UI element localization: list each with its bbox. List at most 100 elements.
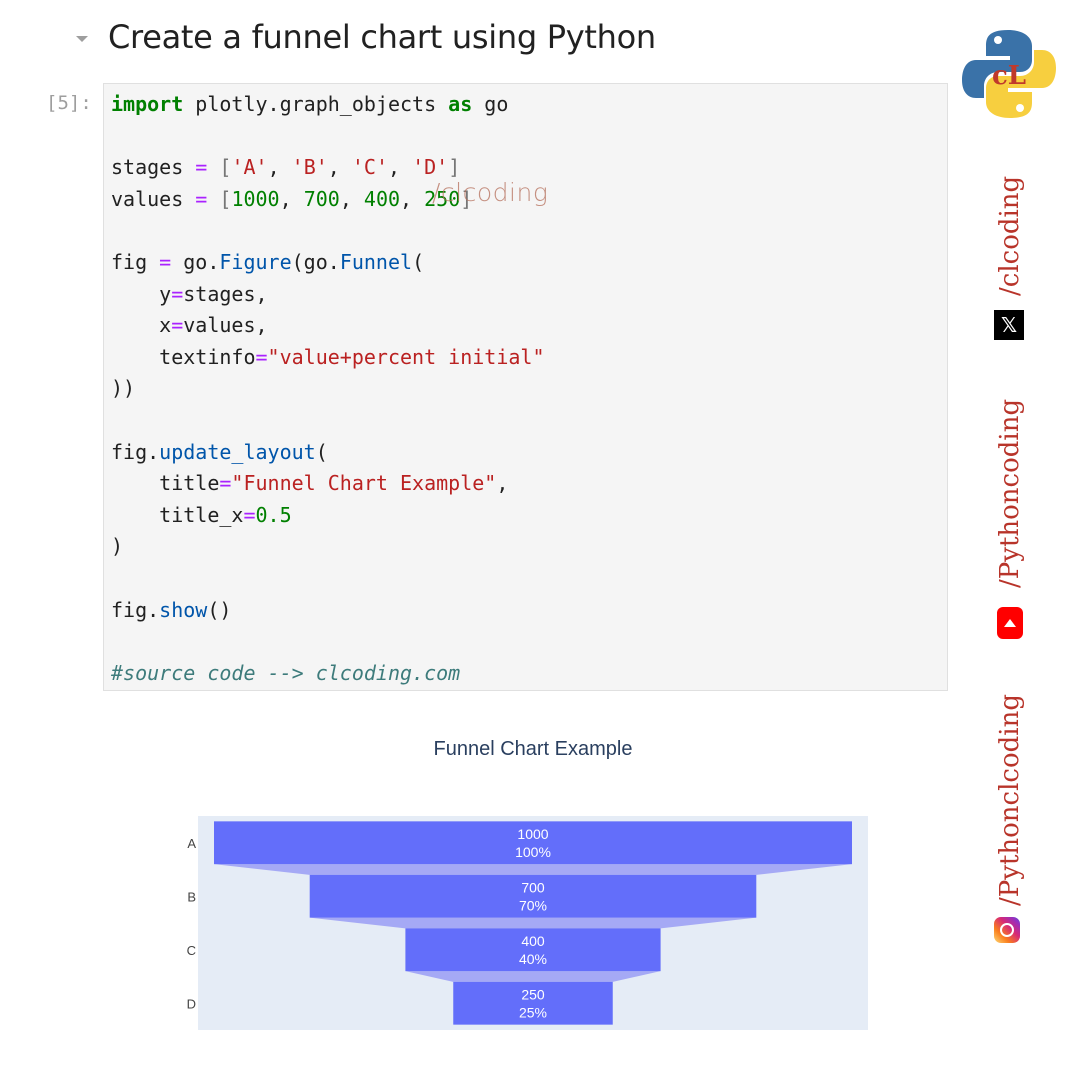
instagram-handle[interactable]: /Pythonclcoding [995, 694, 1025, 906]
y-tick-label: C [187, 943, 196, 958]
code-token: , [267, 155, 292, 180]
code-token: 'A' [231, 155, 268, 180]
code-token: fig. [111, 439, 160, 464]
code-token: = [171, 281, 184, 306]
funnel-value-label: 250 [521, 986, 545, 1002]
code-token: 'D' [412, 155, 449, 180]
funnel-connector [309, 917, 757, 929]
code-token: 400 [363, 186, 401, 211]
youtube-icon[interactable] [997, 607, 1023, 639]
y-tick-label: B [187, 889, 196, 904]
funnel-value-label: 700 [521, 879, 545, 895]
code-line [111, 563, 545, 595]
code-token: textinfo [111, 344, 256, 369]
code-token: = [159, 249, 172, 274]
markdown-heading: Create a funnel chart using Python [76, 18, 656, 56]
execution-count-prompt: [5]: [46, 92, 92, 114]
funnel-bar [405, 928, 661, 972]
code-line: )) [111, 373, 545, 405]
code-token [207, 155, 219, 179]
funnel-chart[interactable]: 1000 100% A 700 70% B 400 40% C 250 25% D [103, 720, 948, 1060]
chart-title: Funnel Chart Example [433, 738, 633, 760]
code-line: fig.show() [111, 595, 545, 627]
twitter-handle[interactable]: /clcoding [995, 175, 1025, 296]
code-token: , [279, 186, 304, 211]
code-token [207, 187, 219, 211]
code-token: , [400, 186, 425, 211]
x-icon[interactable]: 𝕏 [994, 310, 1024, 340]
funnel-value-label: 1000 [517, 826, 548, 842]
code-token: 250 [424, 186, 461, 211]
code-token: 0.5 [255, 502, 292, 527]
funnel-bar [214, 821, 852, 865]
code-line: values = [1000, 700, 400, 250] [111, 184, 545, 216]
code-token: ] [460, 186, 473, 211]
code-token: fig [111, 249, 160, 274]
code-line [111, 215, 545, 247]
code-token: stages [111, 155, 196, 180]
code-token: , [339, 186, 364, 211]
code-line: x=values, [111, 310, 545, 342]
funnel-value-label: 400 [521, 933, 545, 949]
code-line: fig = go.Figure(go.Funnel( [111, 247, 545, 279]
y-tick-label: A [187, 836, 196, 851]
funnel-bar [453, 981, 613, 1025]
code-token: show [159, 597, 208, 622]
code-token: title [111, 471, 220, 496]
funnel-percent-label: 25% [519, 1004, 547, 1020]
watermark-text: /clcoding [432, 178, 549, 207]
funnel-percent-label: 40% [519, 951, 547, 967]
code-token: 700 [303, 186, 340, 211]
y-tick-label: D [187, 996, 196, 1011]
code-token: , [327, 155, 352, 180]
code-line: ) [111, 531, 545, 563]
code-token: 'B' [291, 155, 328, 180]
code-token: (go. [291, 249, 340, 274]
code-token: as [448, 92, 473, 116]
python-logo-icon: cL [962, 30, 1056, 118]
code-line: title="Funnel Chart Example", [111, 468, 545, 500]
code-line: import plotly.graph_objects as go [111, 89, 545, 121]
code-token: Figure [219, 249, 292, 274]
collapse-caret-icon[interactable] [76, 36, 88, 42]
code-line: title_x=0.5 [111, 500, 545, 532]
code-token: = [195, 155, 208, 180]
code-token: plotly.graph_objects [183, 92, 449, 116]
instagram-icon[interactable] [994, 917, 1020, 943]
youtube-handle[interactable]: /Pythoncoding [995, 398, 1025, 588]
code-line: textinfo="value+percent initial" [111, 342, 545, 374]
code-line: stages = ['A', 'B', 'C', 'D'] [111, 152, 545, 184]
code-token: go. [171, 249, 220, 274]
funnel-chart-output: Funnel Chart Example 1000 100% A 700 70% B 400… [103, 720, 948, 1060]
code-line: fig.update_layout( [111, 437, 545, 469]
code-token: fig. [111, 597, 160, 622]
code-token: = [195, 186, 208, 211]
code-token: values [111, 186, 196, 211]
code-token: x [111, 313, 172, 338]
code-token: #source code --> clcoding.com [111, 660, 461, 685]
heading-title: Create a funnel chart using Python [108, 18, 656, 56]
code-token: stages, [183, 281, 268, 306]
code-line [111, 626, 545, 658]
code-token: [ [219, 155, 232, 180]
funnel-percent-label: 100% [515, 844, 551, 860]
code-token: ) [111, 534, 124, 559]
code-token: "Funnel Chart Example" [231, 471, 497, 496]
code-token: [ [219, 186, 232, 211]
code-cell[interactable]: import plotly.graph_objects as go stages… [103, 83, 948, 691]
code-token: "value+percent initial" [267, 344, 545, 369]
code-token: = [171, 313, 184, 338]
code-token: = [219, 471, 232, 496]
funnel-connector [405, 971, 661, 982]
code-token: y [111, 281, 172, 306]
code-token: () [207, 597, 232, 622]
code-editor[interactable]: import plotly.graph_objects as go stages… [111, 89, 545, 689]
code-token: 'C' [351, 155, 388, 180]
code-line: #source code --> clcoding.com [111, 658, 545, 690]
code-token: Funnel [339, 249, 413, 274]
code-token: title_x [111, 502, 244, 527]
funnel-connector [214, 864, 852, 875]
code-token: = [255, 344, 268, 369]
funnel-percent-label: 70% [519, 897, 547, 913]
code-token: ( [315, 439, 328, 464]
